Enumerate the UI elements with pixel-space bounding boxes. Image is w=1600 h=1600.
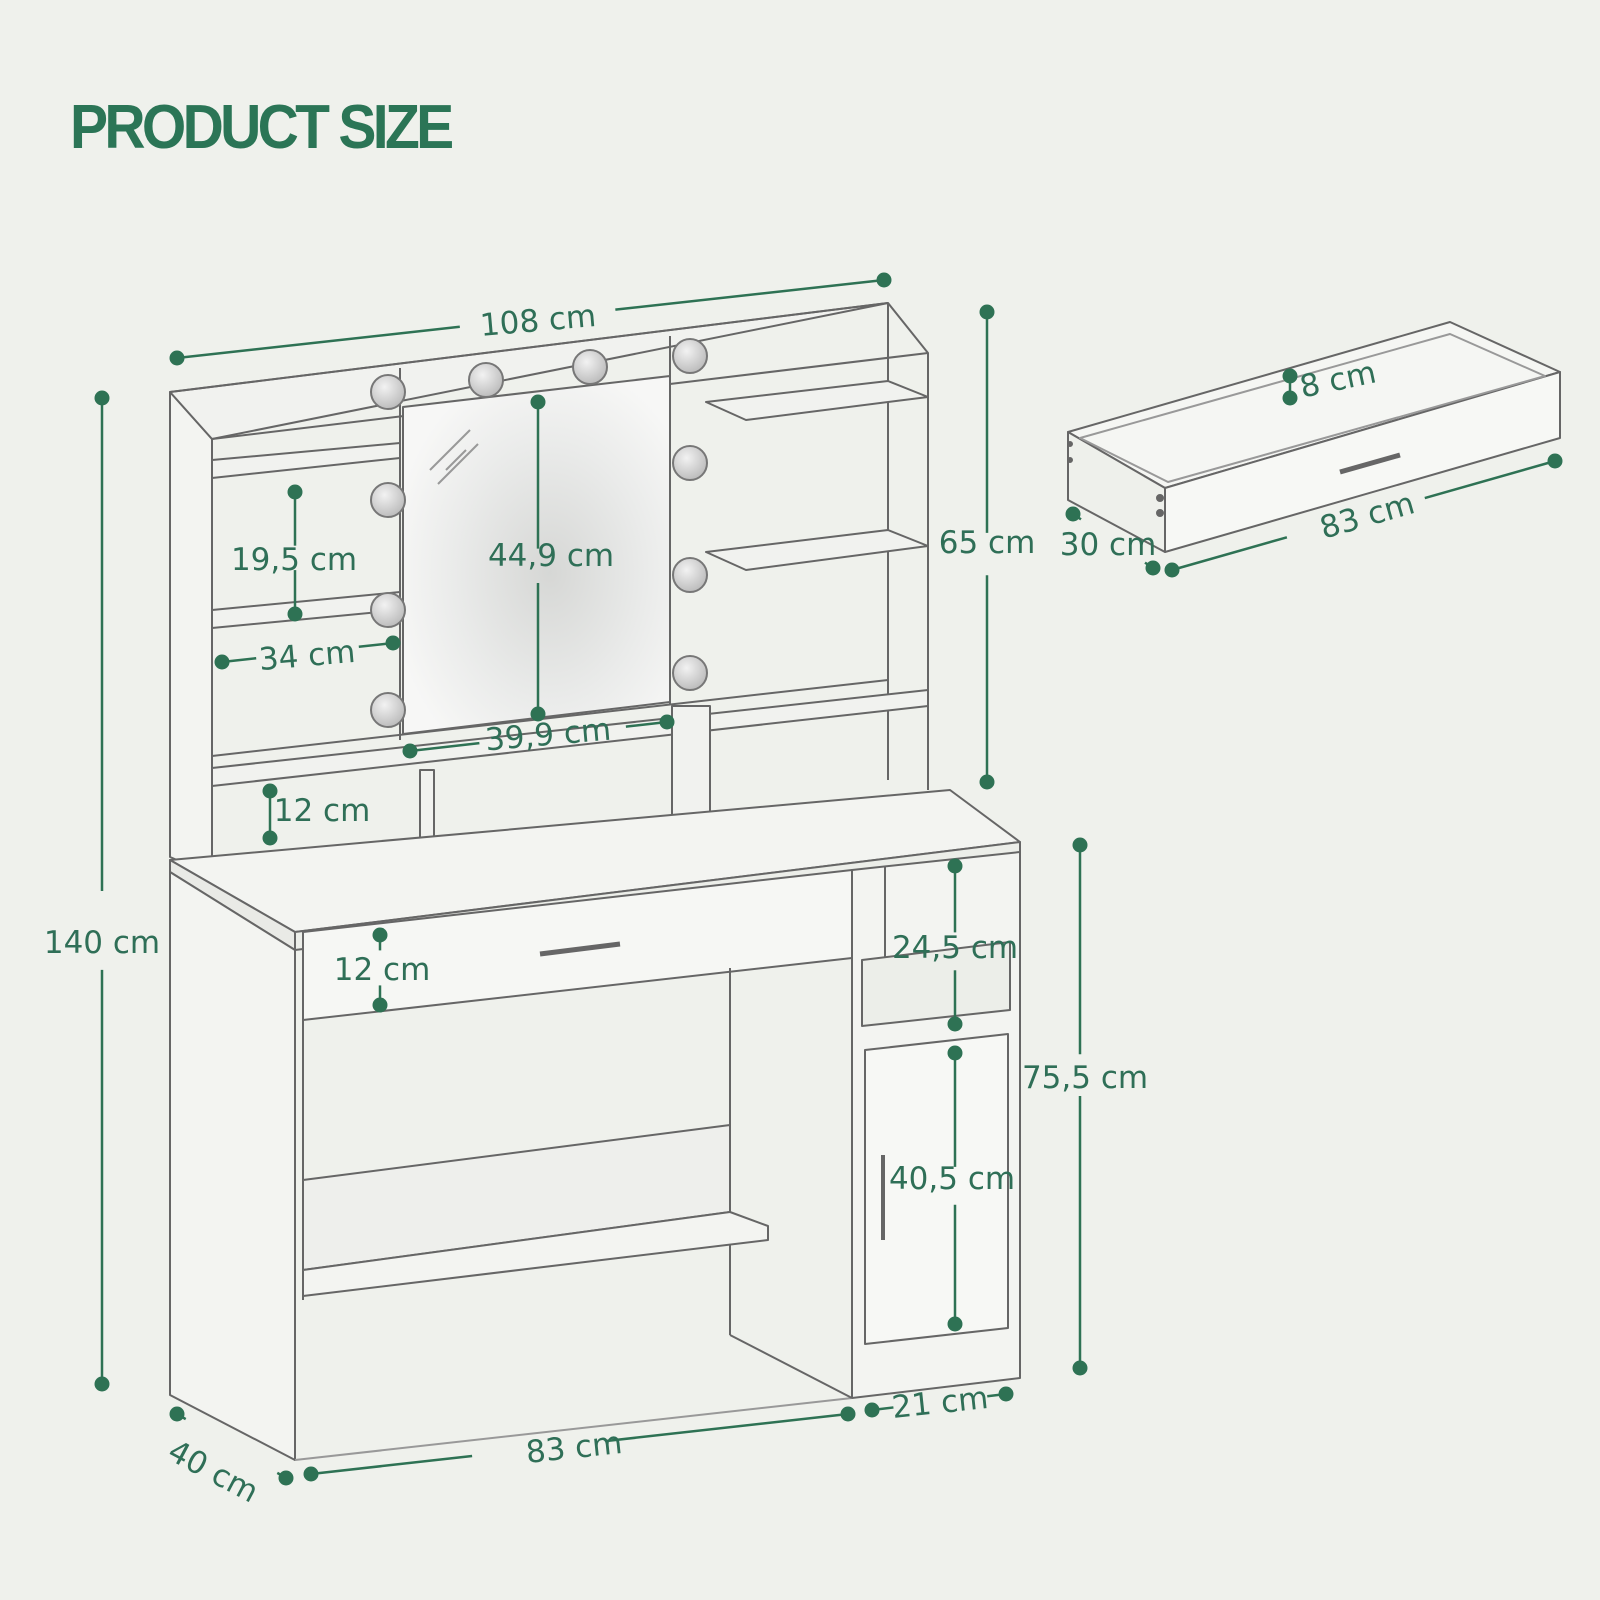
dimension-endpoint (876, 272, 892, 288)
dimension-endpoint (169, 350, 185, 366)
dim-drawer-length: 30 cm (1060, 527, 1157, 563)
hutch-left-panel (169, 391, 213, 876)
dimension-line (409, 741, 480, 753)
dimension-endpoint (864, 1402, 880, 1418)
dimension-endpoint (840, 1406, 856, 1422)
bulb-icon (468, 362, 504, 398)
dim-drawer-front-height: 12 cm (334, 952, 431, 988)
dimension-endpoint (287, 606, 303, 622)
dimension-endpoint (659, 714, 675, 730)
dimension-endpoint (372, 997, 388, 1013)
bulb-icon (370, 692, 406, 728)
dimension-line (310, 1454, 473, 1476)
dimension-endpoint (372, 927, 388, 943)
vanity-outline (169, 302, 1021, 1461)
dimension-line (1424, 459, 1556, 500)
dimension-endpoint (998, 1386, 1014, 1402)
bulb-icon (672, 655, 708, 691)
dimension-endpoint (287, 484, 303, 500)
dimension-labels: 108 cm 140 cm 65 cm 75,5 cm 19,5 cm 34 c… (44, 298, 1419, 1510)
dimension-endpoint (947, 858, 963, 874)
bulb-icon (370, 592, 406, 628)
light-bulbs (370, 338, 708, 728)
dimension-endpoint (278, 1470, 294, 1486)
drawer-drawing (1067, 321, 1561, 553)
dimension-endpoint (947, 1045, 963, 1061)
dimension-endpoint (1072, 1360, 1088, 1376)
dimension-endpoint (1547, 453, 1563, 469)
left-shelf-upper (211, 442, 401, 479)
dimension-endpoint (1145, 560, 1161, 576)
desk-left-side (169, 871, 296, 1461)
dim-total-width: 108 cm (479, 298, 598, 344)
dimension-endpoint (169, 1406, 185, 1422)
bulb-icon (572, 349, 608, 385)
dim-cubby-height: 12 cm (274, 793, 371, 829)
right-shelf-top (705, 380, 929, 421)
dimension-endpoint (530, 706, 546, 722)
dimension-endpoint (1065, 506, 1081, 522)
dimension-endpoint (94, 390, 110, 406)
dimension-endpoint (947, 1016, 963, 1032)
dimension-endpoint (402, 743, 418, 759)
bulb-icon (370, 374, 406, 410)
dimension-endpoint (530, 394, 546, 410)
dimension-endpoint (303, 1466, 319, 1482)
dim-shelf-width: 34 cm (257, 634, 356, 678)
dim-cabinet-open-height: 24,5 cm (892, 930, 1018, 966)
bulb-icon (370, 482, 406, 518)
dim-depth: 40 cm (162, 1433, 264, 1510)
dimension-endpoint (94, 1376, 110, 1392)
dimension-endpoint (1072, 837, 1088, 853)
dim-cabinet-door-height: 40,5 cm (889, 1161, 1015, 1197)
dim-hutch-height: 65 cm (939, 525, 1036, 561)
dimension-endpoint (1164, 562, 1180, 578)
dim-desk-height: 75,5 cm (1022, 1060, 1148, 1096)
dim-mirror-height: 44,9 cm (488, 538, 614, 574)
right-shelf-middle (705, 529, 929, 571)
dimension-endpoint (979, 774, 995, 790)
dimension-endpoint (385, 635, 401, 651)
dimension-endpoint (1282, 368, 1298, 384)
dim-shelf-height: 19,5 cm (231, 542, 357, 578)
dimension-line (176, 325, 460, 360)
dimension-line (606, 1412, 849, 1443)
dimension-line (615, 278, 885, 311)
drawer-front (1164, 371, 1561, 553)
dimension-endpoint (214, 654, 230, 670)
dim-total-height: 140 cm (44, 925, 160, 961)
dimension-endpoint (262, 783, 278, 799)
dimension-endpoint (1282, 390, 1298, 406)
dimension-endpoint (979, 304, 995, 320)
bulb-icon (672, 445, 708, 481)
dimension-lines (94, 272, 1563, 1486)
bulb-icon (672, 338, 708, 374)
dimension-line (1171, 536, 1288, 572)
bulb-icon (672, 557, 708, 593)
desk-footrest (302, 1211, 769, 1297)
cabinet-door (864, 1033, 1009, 1345)
page-title: PRODUCT SIZE (70, 93, 454, 162)
dimension-endpoint (262, 830, 278, 846)
dimension-endpoint (947, 1316, 963, 1332)
